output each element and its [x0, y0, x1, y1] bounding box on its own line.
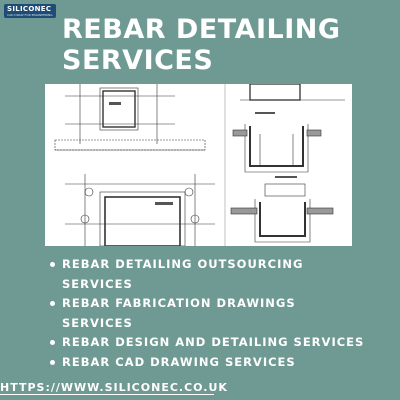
title-line-2: SERVICES	[62, 45, 214, 76]
pit-rebar-2	[259, 202, 306, 237]
rebar-cage-2	[104, 196, 181, 246]
drawing-svg	[54, 84, 345, 246]
list-item: REBAR FABRICATION DRAWINGS SERVICES	[48, 294, 400, 333]
siliconec-logo: SILICONEC CAD DRAW FOR ENGINEERING	[4, 4, 56, 18]
website-link[interactable]: HTTPS://WWW.SILICONEC.CO.UK	[0, 381, 228, 394]
list-item: REBAR DESIGN AND DETAILING SERVICES	[48, 333, 400, 353]
list-item: REBAR DETAILING OUTSOURCING SERVICES	[48, 255, 400, 294]
column-section-2	[99, 191, 186, 246]
bullet-icon	[50, 359, 55, 365]
logo-tagline: CAD DRAW FOR ENGINEERING	[7, 13, 53, 17]
service-line-1: REBAR CAD DRAWING SERVICES	[62, 354, 296, 369]
service-line-1: REBAR FABRICATION DRAWINGS	[62, 296, 296, 310]
link-underline	[0, 394, 214, 395]
bullet-icon	[50, 301, 55, 306]
rebar-cage-1	[102, 90, 136, 128]
service-line-1: REBAR DESIGN AND DETAILING SERVICES	[62, 335, 365, 349]
logo-name: SILICONEC	[7, 5, 52, 13]
pit-rebar-1	[249, 126, 304, 167]
services-list: REBAR DETAILING OUTSOURCING SERVICES REB…	[48, 255, 400, 372]
footing-section-1	[249, 84, 301, 101]
page-title: REBAR DETAILING SERVICES	[62, 14, 341, 76]
list-item: REBAR CAD DRAWING SERVICES	[48, 353, 400, 373]
bullet-icon	[50, 340, 55, 345]
rebar-detail-drawing	[45, 84, 352, 246]
title-line-1: REBAR DETAILING	[62, 14, 341, 45]
service-line-2: SERVICES	[62, 276, 133, 291]
bullet-icon	[50, 262, 55, 267]
service-line-2: SERVICES	[62, 315, 133, 330]
service-line-1: REBAR DETAILING OUTSOURCING	[62, 257, 304, 271]
column-section-1	[99, 87, 139, 131]
